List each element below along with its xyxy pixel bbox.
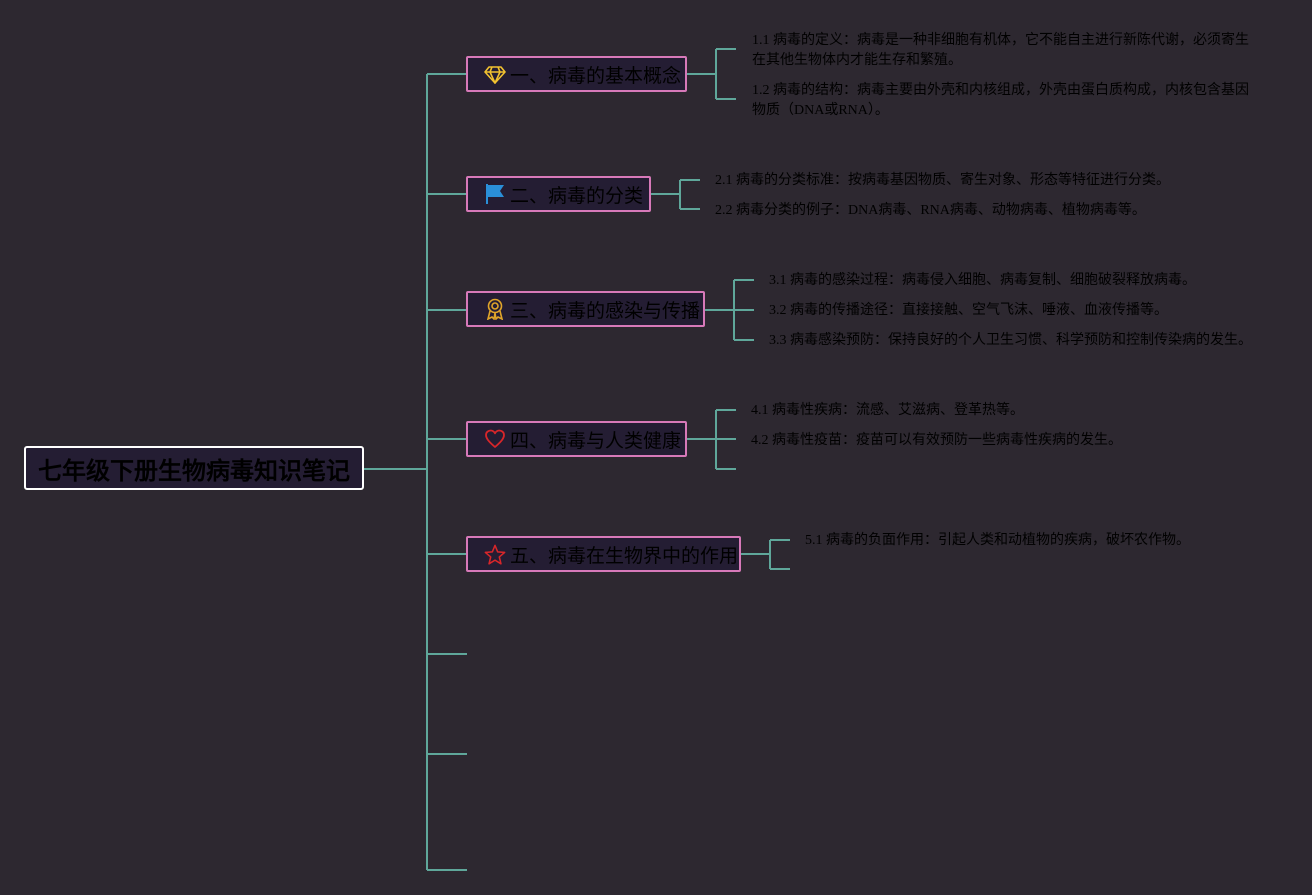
heart-icon	[484, 428, 506, 450]
leaf-4-1[interactable]: 4.1 病毒性疾病：流感、艾滋病、登革热等。	[751, 403, 1024, 418]
branch-topic-1[interactable]: 一、病毒的基本概念	[466, 56, 687, 92]
leaf-3-1[interactable]: 3.1 病毒的感染过程：病毒侵入细胞、病毒复制、细胞破裂释放病毒。	[769, 273, 1196, 288]
branch-label-2: 二、病毒的分类	[510, 185, 644, 207]
flag-icon	[484, 183, 506, 205]
branch-label-1: 一、病毒的基本概念	[510, 65, 682, 87]
diamond-icon	[484, 63, 506, 85]
star-icon	[484, 543, 506, 565]
root-topic[interactable]: 七年级下册生物病毒知识笔记	[24, 446, 364, 490]
branch-label-4: 四、病毒与人类健康	[510, 430, 682, 452]
branch-label-5: 五、病毒在生物界中的作用	[510, 545, 739, 567]
leaf-2-1[interactable]: 2.1 病毒的分类标准：按病毒基因物质、寄生对象、形态等特征进行分类。	[715, 173, 1170, 188]
branch-topic-4[interactable]: 四、病毒与人类健康	[466, 421, 687, 457]
medal-icon	[484, 298, 506, 320]
leaf-3-3[interactable]: 3.3 病毒感染预防：保持良好的个人卫生习惯、科学预防和控制传染病的发生。	[769, 333, 1252, 348]
branch-topic-2[interactable]: 二、病毒的分类	[466, 176, 651, 212]
root-title: 七年级下册生物病毒知识笔记	[38, 457, 350, 485]
branch-topic-5[interactable]: 五、病毒在生物界中的作用	[466, 536, 741, 572]
branch-topic-3[interactable]: 三、病毒的感染与传播	[466, 291, 705, 327]
leaf-4-2[interactable]: 4.2 病毒性疫苗：疫苗可以有效预防一些病毒性疾病的发生。	[751, 433, 1122, 448]
branch-label-3: 三、病毒的感染与传播	[510, 300, 701, 322]
leaf-1-1[interactable]: 1.1 病毒的定义：病毒是一种非细胞有机体，它不能自主进行新陈代谢，必须寄生在其…	[752, 33, 1249, 68]
leaf-1-2[interactable]: 1.2 病毒的结构：病毒主要由外壳和内核组成，外壳由蛋白质构成，内核包含基因物质…	[752, 83, 1249, 118]
leaf-5-1[interactable]: 5.1 病毒的负面作用：引起人类和动植物的疾病，破坏农作物。	[805, 533, 1190, 548]
leaf-2-2[interactable]: 2.2 病毒分类的例子：DNA病毒、RNA病毒、动物病毒、植物病毒等。	[715, 203, 1146, 218]
leaf-3-2[interactable]: 3.2 病毒的传播途径：直接接触、空气飞沫、唾液、血液传播等。	[769, 303, 1168, 318]
